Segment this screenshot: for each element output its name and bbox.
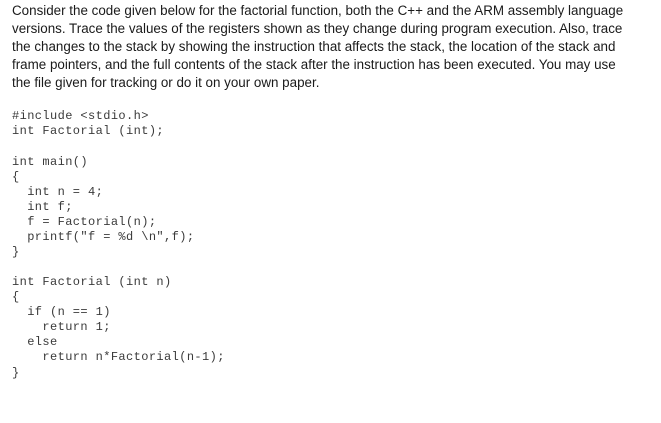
question-line: frame pointers, and the full contents of… (12, 57, 616, 72)
code-line-declare-f: int f; (12, 200, 73, 214)
question-line: versions. Trace the values of the regist… (12, 21, 623, 36)
code-line-open-brace: { (12, 170, 20, 184)
question-line: Consider the code given below for the fa… (12, 3, 624, 18)
code-line-return-recursive: return n*Factorial(n-1); (12, 350, 225, 364)
question-line: the changes to the stack by showing the … (12, 39, 616, 54)
question-text: Consider the code given below for the fa… (12, 2, 652, 92)
code-line-include: #include <stdio.h> (12, 109, 149, 123)
code-line-main-signature: int main() (12, 155, 89, 169)
code-line-printf: printf("f = %d \n",f); (12, 230, 195, 244)
code-line-call-factorial: f = Factorial(n); (12, 215, 157, 229)
code-listing: #include <stdio.h> int Factorial (int); … (12, 0, 224, 380)
code-line-if: if (n == 1) (12, 305, 111, 319)
code-line-factorial-signature: int Factorial (int n) (12, 275, 172, 289)
code-line-else: else (12, 335, 58, 349)
code-line-prototype: int Factorial (int); (12, 124, 165, 138)
question-line: the file given for tracking or do it on … (12, 75, 320, 90)
code-line-close-brace: } (12, 366, 20, 380)
code-line-declare-n: int n = 4; (12, 185, 104, 199)
code-line-return-1: return 1; (12, 320, 111, 334)
code-line-open-brace: { (12, 290, 20, 304)
code-line-close-brace: } (12, 245, 20, 259)
